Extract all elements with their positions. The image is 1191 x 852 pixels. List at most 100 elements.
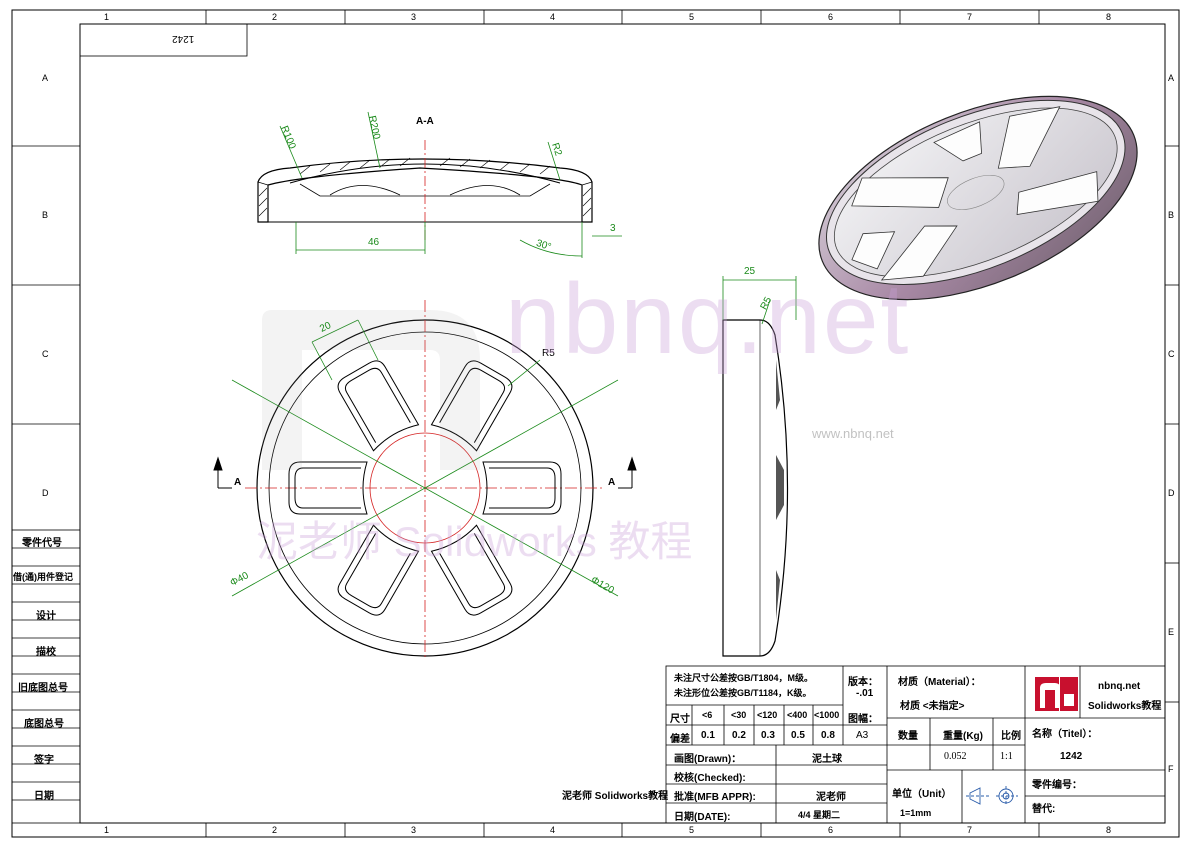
section-marker-left: A bbox=[234, 477, 242, 488]
tb-name-value: 1242 bbox=[1060, 751, 1083, 762]
zone-col-2: 2 bbox=[272, 12, 278, 22]
zone-col-4-bottom: 4 bbox=[550, 825, 556, 835]
left-design: 设计 bbox=[36, 611, 56, 622]
tb-scale-value: 1:1 bbox=[1000, 751, 1013, 762]
tb-size-4: <400 bbox=[787, 710, 808, 720]
section-markers bbox=[213, 456, 637, 489]
tb-drawn-value: 泥土球 bbox=[812, 754, 842, 765]
tb-tol-3: 0.3 bbox=[761, 730, 775, 741]
tb-note1: 未注尺寸公差按GB/T1804，M级。 bbox=[674, 673, 814, 683]
tb-date-label: 日期(DATE): bbox=[674, 812, 731, 823]
tb-scale-label: 比例 bbox=[1001, 731, 1021, 742]
tb-tol-1: 0.1 bbox=[701, 730, 715, 741]
zone-row-b-right: B bbox=[1168, 210, 1175, 220]
tb-brand-url: nbnq.net bbox=[1098, 681, 1141, 692]
left-sign: 签字 bbox=[34, 755, 54, 766]
zone-row-e-right: E bbox=[1168, 627, 1175, 637]
dim-25: 25 bbox=[744, 266, 756, 277]
zone-col-4: 4 bbox=[550, 12, 556, 22]
section-marker-right: A bbox=[608, 477, 616, 488]
tb-tol-label: 偏差 bbox=[670, 734, 690, 745]
tb-material-label: 材质（Material）： bbox=[898, 677, 981, 688]
corner-label: 1242 bbox=[172, 33, 195, 44]
zone-row-c-right: C bbox=[1168, 349, 1175, 359]
tb-size-label: 尺寸 bbox=[670, 714, 690, 725]
tb-weight-value: 0.052 bbox=[944, 751, 967, 762]
zone-row-f-right: F bbox=[1168, 764, 1174, 774]
corner-box bbox=[79, 23, 248, 57]
tb-tol-5: 0.8 bbox=[821, 730, 835, 741]
projection-symbol bbox=[966, 786, 1018, 806]
tb-brand-sub: Solidworks教程 bbox=[1088, 701, 1162, 712]
tb-checked-label: 校核(Checked): bbox=[674, 773, 746, 784]
side-view bbox=[722, 319, 789, 657]
tb-date-value: 4/4 星期二 bbox=[798, 810, 841, 820]
tb-drawn-label: 画图(Drawn)： bbox=[674, 754, 742, 765]
left-base: 底图总号 bbox=[24, 719, 64, 730]
credit-text: 泥老师 Solidworks教程 bbox=[562, 791, 669, 802]
tb-size-1: <6 bbox=[702, 710, 713, 720]
dim-3: 3 bbox=[610, 223, 616, 234]
tb-weight-label: 重量(Kg) bbox=[943, 731, 983, 742]
title-block-grid bbox=[665, 665, 1166, 824]
tb-tol-2: 0.2 bbox=[732, 730, 746, 741]
tb-size-3: <120 bbox=[757, 710, 778, 720]
watermark-logo bbox=[262, 310, 480, 470]
tb-material-value: 材质 <未指定> bbox=[900, 701, 965, 712]
left-borrowed: 借(通)用件登记 bbox=[13, 572, 73, 582]
tb-name-label: 名称（Titel）： bbox=[1032, 729, 1098, 740]
zone-ticks bbox=[12, 10, 1179, 837]
tb-note2: 未注形位公差按GB/T1184，K级。 bbox=[674, 688, 812, 698]
tb-qty-label: 数量 bbox=[898, 731, 918, 742]
left-panel-grid bbox=[11, 529, 81, 824]
left-date: 日期 bbox=[34, 791, 54, 802]
tb-version-label: 版本： bbox=[848, 677, 878, 688]
section-view bbox=[257, 140, 593, 240]
zone-col-6: 6 bbox=[828, 12, 834, 22]
tb-part-no-label: 零件编号： bbox=[1032, 780, 1082, 791]
zone-col-8-bottom: 8 bbox=[1106, 825, 1112, 835]
section-title: A-A bbox=[416, 116, 434, 127]
zone-col-7: 7 bbox=[967, 12, 973, 22]
zone-col-5-bottom: 5 bbox=[689, 825, 695, 835]
zone-row-c: C bbox=[42, 349, 49, 359]
zone-row-b: B bbox=[42, 210, 49, 220]
dim-r5-front: R5 bbox=[542, 348, 555, 359]
brand-logo bbox=[1035, 677, 1078, 711]
side-dimensions bbox=[722, 276, 797, 325]
tb-tol-4: 0.5 bbox=[791, 730, 805, 741]
dim-46: 46 bbox=[368, 237, 380, 248]
tb-sheet-label: 图幅： bbox=[848, 714, 878, 725]
zone-col-6-bottom: 6 bbox=[828, 825, 834, 835]
outer-frame bbox=[11, 9, 1180, 838]
tb-sheet-value: A3 bbox=[856, 730, 869, 741]
zone-col-1-bottom: 1 bbox=[104, 825, 110, 835]
tb-version-value: -.01 bbox=[856, 688, 874, 699]
zone-row-a: A bbox=[42, 73, 49, 83]
zone-col-1: 1 bbox=[104, 12, 110, 22]
tb-replace-label: 替代: bbox=[1032, 804, 1056, 815]
zone-col-7-bottom: 7 bbox=[967, 825, 973, 835]
tb-approved-label: 批准(MFB APPR): bbox=[674, 792, 756, 803]
tb-unit-value: 1=1mm bbox=[900, 808, 932, 818]
zone-col-8: 8 bbox=[1106, 12, 1112, 22]
left-trace: 描校 bbox=[36, 647, 56, 658]
zone-row-d-right: D bbox=[1168, 488, 1175, 498]
zone-col-3-bottom: 3 bbox=[411, 825, 417, 835]
tb-unit-label: 单位（Unit） bbox=[892, 789, 952, 800]
tb-approved-value: 泥老师 bbox=[816, 792, 846, 803]
front-dimensions bbox=[231, 319, 619, 597]
section-dimensions bbox=[279, 111, 622, 258]
tb-size-2: <30 bbox=[731, 710, 747, 720]
zone-row-d: D bbox=[42, 488, 49, 498]
left-part-code: 零件代号 bbox=[22, 538, 62, 549]
zone-col-3: 3 bbox=[411, 12, 417, 22]
tb-size-5: <1000 bbox=[814, 710, 840, 720]
inner-frame bbox=[79, 23, 1166, 824]
zone-row-a-right: A bbox=[1168, 73, 1175, 83]
left-old-base: 旧底图总号 bbox=[18, 683, 68, 694]
zone-col-5: 5 bbox=[689, 12, 695, 22]
zone-col-2-bottom: 2 bbox=[272, 825, 278, 835]
